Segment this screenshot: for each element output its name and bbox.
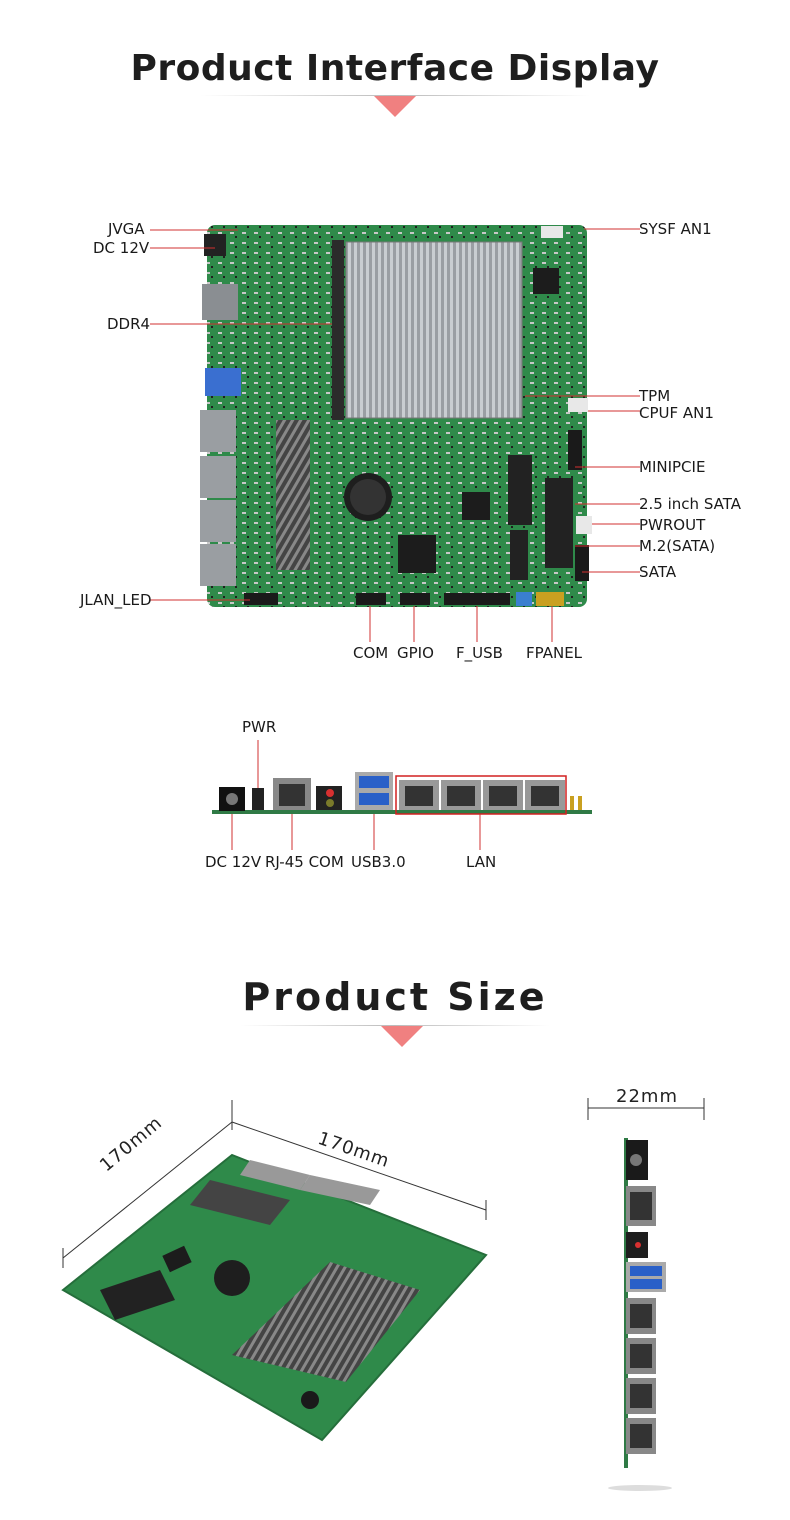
label-m2-sata: M.2(SATA) [639,537,716,555]
label-ddr4: DDR4 [107,315,151,333]
label-lan: LAN [466,853,497,871]
label-usb30: USB3.0 [351,853,406,871]
label-io-dc12v: DC 12V [205,853,262,871]
board-top-view [200,225,592,607]
board-isometric-view [61,1153,488,1442]
label-com: COM [353,644,389,662]
interface-section-title: Product Interface Display [130,48,660,89]
label-dc12v: DC 12V [93,239,150,257]
board-side-view [608,1138,672,1491]
label-gpio: GPIO [397,644,434,662]
label-pwr: PWR [242,718,277,736]
label-jvga: JVGA [108,220,145,238]
title-arrow-icon [374,96,416,117]
size-section-title: Product Size [242,975,548,1019]
label-pwrout: PWROUT [639,516,706,534]
board-io-view [212,772,592,815]
label-f-usb: F_USB [456,644,503,662]
size-arrow-icon [381,1026,423,1047]
label-fpanel: FPANEL [526,644,583,662]
label-sysf-an1: SYSF AN1 [639,220,712,238]
label-sata: SATA [639,563,677,581]
label-cpuf-an1: CPUF AN1 [639,404,714,422]
title-underline-2 [240,1025,550,1026]
dimension-height: 22mm [616,1086,678,1107]
label-jlan-led: JLAN_LED [80,591,152,609]
title-underline [200,95,590,96]
label-tpm: TPM [639,387,671,405]
label-sata-25: 2.5 inch SATA [639,495,741,513]
label-rj45-com: RJ-45 COM [265,853,344,871]
label-minipcie: MINIPCIE [639,458,706,476]
